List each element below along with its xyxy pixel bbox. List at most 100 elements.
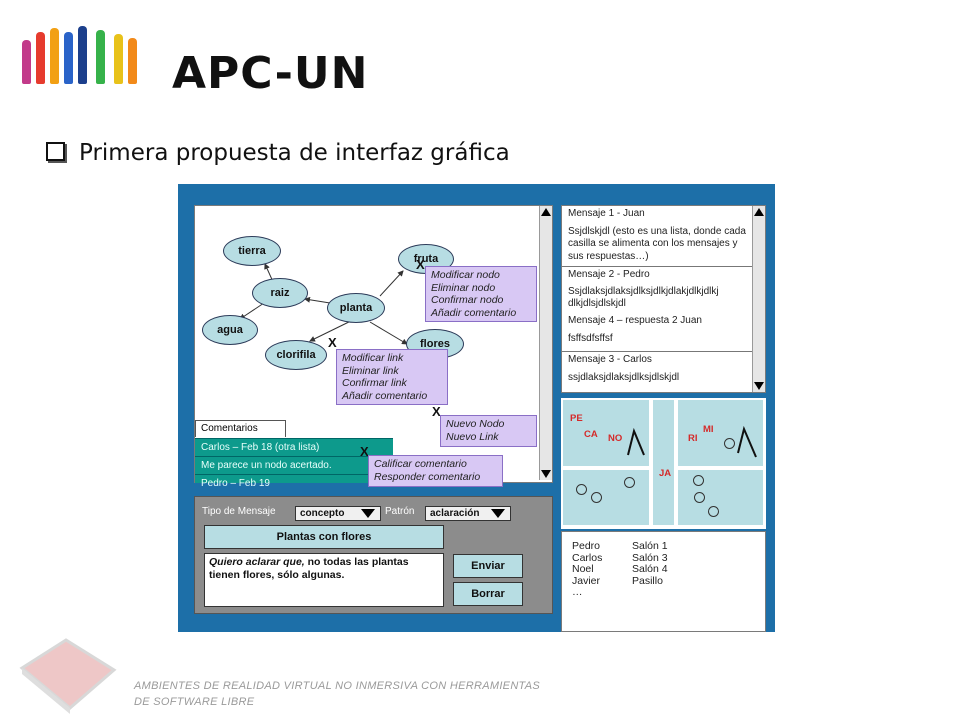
map-label-ja: JA: [659, 468, 672, 479]
node-agua[interactable]: agua: [202, 315, 258, 345]
message-body-text: no todas las plantas tienen flores, sólo…: [209, 556, 409, 581]
scroll-down-arrow-icon[interactable]: [754, 382, 764, 390]
un-logo-watermark: [14, 632, 118, 714]
corridor[interactable]: [653, 400, 674, 525]
avatar-marker-icon[interactable]: [708, 506, 719, 517]
message-body: ssjdlaksjdlaksjdlksjdlskjdl: [568, 371, 680, 383]
node-raiz[interactable]: raiz: [252, 278, 308, 308]
canvas-context-menu: Nuevo Nodo Nuevo Link: [440, 415, 537, 447]
footer-line-2: DE SOFTWARE LIBRE: [134, 696, 255, 708]
scroll-up-arrow-icon[interactable]: [541, 208, 551, 216]
comment-row[interactable]: Pedro – Feb 19: [195, 474, 393, 489]
message-composer: Tipo de Mensaje concepto Patrón aclaraci…: [194, 496, 553, 614]
avatar-marker-icon[interactable]: [693, 475, 704, 486]
close-comment-menu-icon[interactable]: X: [360, 444, 369, 459]
interface-mockup: tierra raiz agua clorifila planta fruta …: [178, 184, 775, 632]
avatar-marker-icon[interactable]: [591, 492, 602, 503]
room-3[interactable]: [563, 470, 649, 525]
pattern-select[interactable]: aclaración: [425, 506, 511, 521]
node-clorifila[interactable]: clorifila: [265, 340, 327, 370]
message-header: Mensaje 2 - Pedro: [568, 269, 650, 280]
messages-scrollbar[interactable]: [752, 206, 765, 392]
user-name: Pedro: [572, 540, 601, 552]
menu-item-add-comment[interactable]: Añadir comentario: [431, 306, 517, 319]
comment-context-menu: Calificar comentario Responder comentari…: [368, 455, 503, 487]
scroll-up-arrow-icon[interactable]: [754, 208, 764, 216]
menu-item-add-comment[interactable]: Añadir comentario: [342, 389, 428, 402]
checkbox-bullet-icon: [46, 142, 65, 161]
menu-item-delete-link[interactable]: Eliminar link: [342, 364, 399, 377]
subject-input[interactable]: Plantas con flores: [204, 525, 444, 549]
room-4[interactable]: [678, 470, 763, 525]
clear-button[interactable]: Borrar: [453, 582, 523, 606]
message-body: Ssjdlskjdl (esto es una lista, donde cad…: [568, 225, 746, 262]
avatar-marker-icon[interactable]: [576, 484, 587, 495]
bullet-text: Primera propuesta de interfaz gráfica: [79, 140, 510, 166]
link-context-menu: Modificar link Eliminar link Confirmar l…: [336, 349, 448, 405]
people-logo: [14, 22, 144, 84]
user-row: …: [572, 587, 668, 599]
node-tierra[interactable]: tierra: [223, 236, 281, 266]
menu-item-delete-node[interactable]: Eliminar nodo: [431, 281, 496, 294]
message-body: fsffsdfsffsf: [568, 332, 613, 344]
concept-map-scrollbar[interactable]: [539, 206, 552, 480]
map-label-mi: MI: [703, 424, 714, 435]
pattern-value: aclaración: [430, 508, 480, 519]
message-body-emphasis: Quiero aclarar que,: [209, 556, 305, 568]
message-body: Ssjdlaksjdlaksjdlksjdlkjdlakjdlkjdlkj dl…: [568, 285, 719, 310]
send-button[interactable]: Enviar: [453, 554, 523, 578]
message-header: Mensaje 1 - Juan: [568, 208, 645, 219]
concept-map-panel: tierra raiz agua clorifila planta fruta …: [194, 205, 553, 489]
menu-item-new-node[interactable]: Nuevo Nodo: [446, 418, 505, 430]
dropdown-arrow-icon: [361, 509, 375, 518]
menu-item-modify-link[interactable]: Modificar link: [342, 352, 404, 364]
avatar-marker-icon[interactable]: [724, 438, 735, 449]
node-context-menu: Modificar nodo Eliminar nodo Confirmar n…: [425, 266, 537, 322]
message-item[interactable]: Mensaje 4 – respuesta 2 Juan fsffsdfsffs…: [562, 313, 752, 352]
floor-map: PE CA NO MI RI JA: [561, 398, 766, 529]
pattern-label: Patrón: [385, 506, 415, 517]
map-label-no: NO: [608, 433, 623, 444]
message-item[interactable]: Mensaje 2 - Pedro Ssjdlaksjdlaksjdlksjdl…: [562, 267, 752, 313]
comment-row[interactable]: Carlos – Feb 18 (otra lista): [195, 438, 393, 456]
message-body-input[interactable]: Quiero aclarar que, no todas las plantas…: [204, 553, 444, 607]
user-row[interactable]: Pedro Salón 1: [572, 540, 668, 553]
scroll-down-arrow-icon[interactable]: [541, 470, 551, 478]
menu-item-confirm-node[interactable]: Confirmar nodo: [431, 294, 504, 306]
message-type-value: concepto: [300, 508, 345, 519]
menu-item-new-link[interactable]: Nuevo Link: [446, 430, 499, 443]
map-label-pe: PE: [570, 413, 583, 424]
comments-tab[interactable]: Comentarios: [195, 420, 286, 437]
user-name: Javier: [572, 574, 601, 587]
message-item[interactable]: Mensaje 1 - Juan Ssjdlskjdl (esto es una…: [562, 206, 752, 267]
menu-item-rate-comment[interactable]: Calificar comentario: [374, 458, 467, 470]
close-canvas-menu-icon[interactable]: X: [432, 404, 441, 419]
menu-item-modify-node[interactable]: Modificar nodo: [431, 269, 500, 281]
footer-line-1: AMBIENTES DE REALIDAD VIRTUAL NO INMERSI…: [134, 680, 541, 692]
avatar-marker-icon[interactable]: [694, 492, 705, 503]
message-item[interactable]: Mensaje 3 - Carlos ssjdlaksjdlaksjdlksjd…: [562, 352, 752, 392]
avatar-marker-icon[interactable]: [624, 477, 635, 488]
user-room: Salón 3: [632, 551, 668, 564]
menu-item-confirm-link[interactable]: Confirmar link: [342, 377, 407, 389]
menu-item-reply-comment[interactable]: Responder comentario: [374, 470, 481, 483]
close-link-menu-icon[interactable]: X: [328, 335, 337, 350]
message-type-select[interactable]: concepto: [295, 506, 381, 521]
node-planta[interactable]: planta: [327, 293, 385, 323]
user-name: …: [572, 586, 583, 599]
user-room: Salón 1: [632, 540, 668, 552]
footer-text: AMBIENTES DE REALIDAD VIRTUAL NO INMERSI…: [134, 678, 540, 710]
user-room: Salón 4: [632, 563, 668, 576]
door-marks: [627, 425, 757, 458]
slide-title: APC-UN: [172, 48, 369, 99]
messages-panel: Mensaje 1 - Juan Ssjdlskjdl (esto es una…: [561, 205, 766, 393]
close-node-menu-icon[interactable]: X: [416, 257, 425, 272]
room-2[interactable]: [678, 400, 763, 466]
comment-row[interactable]: Me parece un nodo acertado.: [195, 456, 393, 474]
map-label-ca: CA: [584, 429, 598, 440]
